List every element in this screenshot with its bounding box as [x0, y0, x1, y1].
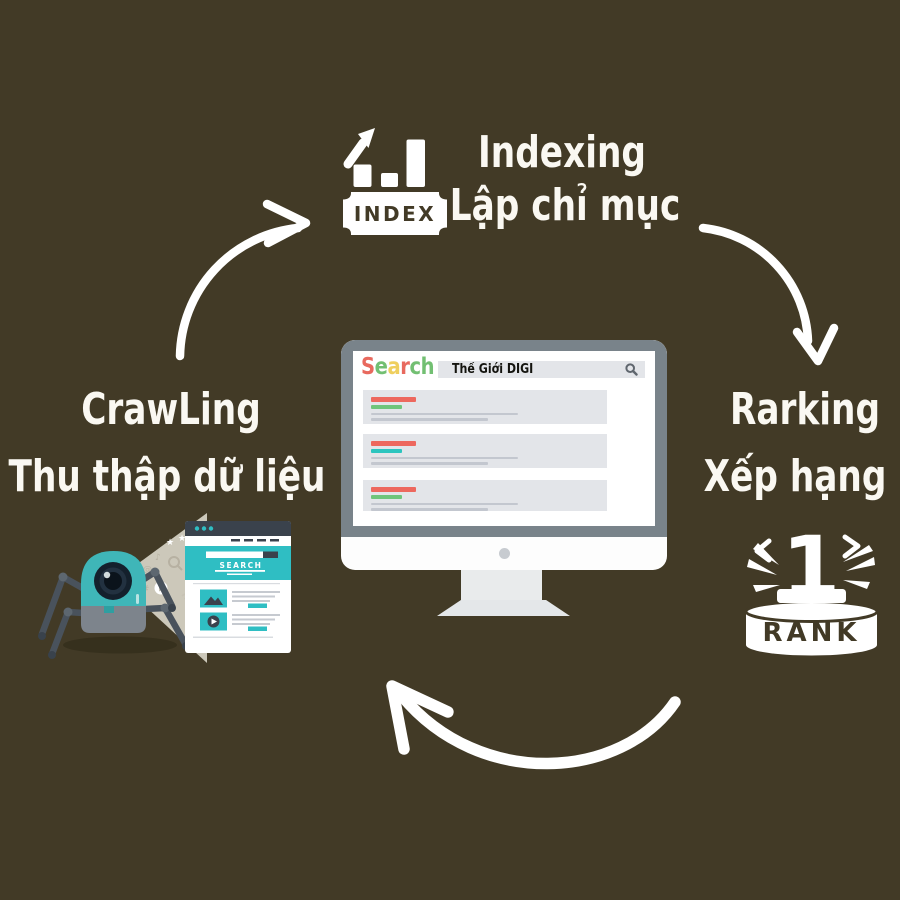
monitor-power-dot: [499, 548, 510, 559]
robot-shadow: [63, 636, 177, 654]
search-query-text: Thế Giới DIGI: [452, 362, 534, 377]
crawler-robot: [38, 551, 190, 659]
ranking-label-en: Rarking: [729, 384, 881, 435]
result-title-bar: [371, 397, 416, 402]
rank-pedestal: [746, 612, 877, 656]
rank-step: [777, 589, 846, 603]
indexing-label-vi: Lập chỉ mục: [449, 180, 681, 231]
index-plaque-label: INDEX: [354, 202, 436, 226]
search-engine-logo: Search: [361, 354, 435, 380]
monitor: Search Thế Giới DIGI: [341, 340, 667, 570]
result-text-line: [371, 418, 488, 421]
arrow-crawling-to-indexing: [175, 199, 311, 361]
webpage-header: [185, 521, 291, 536]
indexing-label-en: Indexing: [478, 127, 646, 178]
index-plaque: [343, 192, 447, 235]
webpage-search-label: SEARCH: [220, 561, 263, 570]
webpage-nav-dashes: [231, 539, 279, 542]
image-icon: [204, 596, 223, 605]
logo-letter: S: [361, 354, 375, 380]
crawling-label-vi: Thu thập dữ liệu: [8, 451, 326, 502]
rank-pedestal-label: RANK: [762, 618, 860, 648]
result-url-bar: [371, 494, 402, 499]
result-url-bar: [371, 448, 402, 453]
search-result-item: [363, 480, 607, 511]
svg-text:★: ★: [178, 534, 186, 544]
webpage-search-button: [263, 551, 278, 558]
monitor-stand-base: [437, 600, 570, 616]
bar-chart-icon: [353, 139, 425, 187]
play-icon: [211, 618, 217, 625]
rank-number: 1: [782, 518, 840, 616]
crawling-label-en: CrawLing: [81, 384, 261, 435]
result-text-line: [371, 456, 518, 459]
ranking-label-vi: Xếp hạng: [703, 451, 887, 502]
magnifier-icon: [625, 363, 638, 376]
result-text-line: [371, 412, 518, 415]
logo-letter: c: [409, 354, 422, 380]
logo-letter: a: [387, 354, 401, 380]
arrow-ranking-to-crawling: [386, 680, 681, 770]
search-result-item: [363, 434, 607, 468]
result-text-line: [371, 508, 488, 511]
result-text-line: [371, 462, 488, 465]
arrow-indexing-to-ranking: [698, 223, 839, 366]
svg-text:★: ★: [166, 538, 174, 548]
search-result-item: [363, 390, 607, 424]
crawler-webpage: SEARCH: [185, 521, 291, 653]
logo-letter: h: [420, 354, 435, 380]
result-url-bar: [371, 404, 402, 409]
monitor-stand-neck: [461, 570, 542, 602]
result-title-bar: [371, 441, 416, 446]
webpage-header-dots: [194, 526, 214, 531]
webpage-search-bar: [206, 551, 278, 558]
robot-camera-eye: [94, 562, 132, 600]
svg-text:@: @: [143, 565, 152, 575]
burst-rays: [747, 534, 875, 592]
webpage-button: [248, 626, 267, 631]
monitor-screen: Search Thế Giới DIGI: [353, 351, 655, 526]
result-text-line: [371, 502, 518, 505]
growth-arrow-icon: [343, 128, 375, 169]
logo-letter: r: [400, 354, 410, 380]
robot-body-band: [81, 606, 146, 633]
result-title-bar: [371, 487, 416, 492]
logo-letter: e: [374, 354, 388, 380]
search-input: Thế Giới DIGI: [438, 361, 645, 378]
webpage-button: [248, 603, 267, 608]
svg-text:♪: ♪: [155, 553, 161, 563]
